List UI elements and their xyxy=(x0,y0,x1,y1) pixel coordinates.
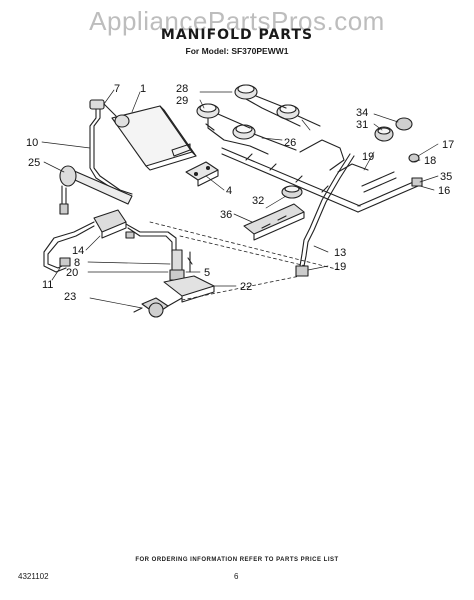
callout-25: 25 xyxy=(28,157,40,169)
oven-supply-tube xyxy=(89,99,133,197)
callout-4: 4 xyxy=(226,185,232,197)
burner-cap-32 xyxy=(281,185,303,199)
callout-1: 1 xyxy=(140,83,146,95)
burner-bracket-36 xyxy=(243,203,305,241)
callout-32: 32 xyxy=(252,195,264,207)
callout-13: 13 xyxy=(334,247,346,259)
callout-19-lower: 19 xyxy=(334,261,346,273)
model-subtitle: For Model: SF370PEWW1 xyxy=(185,46,289,56)
surface-burners xyxy=(196,84,321,155)
main-manifold xyxy=(221,139,423,213)
oven-valve xyxy=(163,249,215,303)
callout-26: 26 xyxy=(284,137,296,149)
callout-22: 22 xyxy=(240,281,252,293)
page-number: 6 xyxy=(234,572,239,581)
callout-17: 17 xyxy=(442,139,454,151)
broil-burner xyxy=(59,165,133,215)
burner-caps-right xyxy=(374,117,420,163)
callout-18: 18 xyxy=(424,155,436,167)
callout-31: 31 xyxy=(356,119,368,131)
callout-29: 29 xyxy=(176,95,188,107)
callout-23: 23 xyxy=(64,291,76,303)
callout-11: 11 xyxy=(42,279,53,291)
document-code: 4321102 xyxy=(18,572,49,581)
safety-valve xyxy=(43,209,177,273)
callout-20: 20 xyxy=(66,267,78,279)
callout-34: 34 xyxy=(356,107,368,119)
callout-28: 28 xyxy=(176,83,188,95)
watermark: AppliancePartsPros.com xyxy=(89,6,385,36)
callout-8: 8 xyxy=(74,257,80,269)
page-title: MANIFOLD PARTS xyxy=(160,27,314,43)
callout-36: 36 xyxy=(220,209,232,221)
pilot-tube xyxy=(295,153,355,277)
leader-lines xyxy=(41,89,439,309)
callout-10: 10 xyxy=(26,137,38,149)
callout-labels: 7 1 10 25 4 32 36 28 29 26 34 31 17 19 1… xyxy=(26,83,454,303)
oven-burner xyxy=(111,105,197,171)
callout-5: 5 xyxy=(204,267,210,279)
gas-regulator xyxy=(133,297,183,318)
reference-lines xyxy=(149,221,341,301)
callout-7: 7 xyxy=(114,83,120,95)
callout-35: 35 xyxy=(440,171,452,183)
callout-16: 16 xyxy=(438,185,450,197)
ordering-note: FOR ORDERING INFORMATION REFER TO PARTS … xyxy=(135,557,339,563)
bracket-4 xyxy=(185,161,219,187)
callout-19-upper: 19 xyxy=(362,151,374,163)
callout-14: 14 xyxy=(72,245,84,257)
